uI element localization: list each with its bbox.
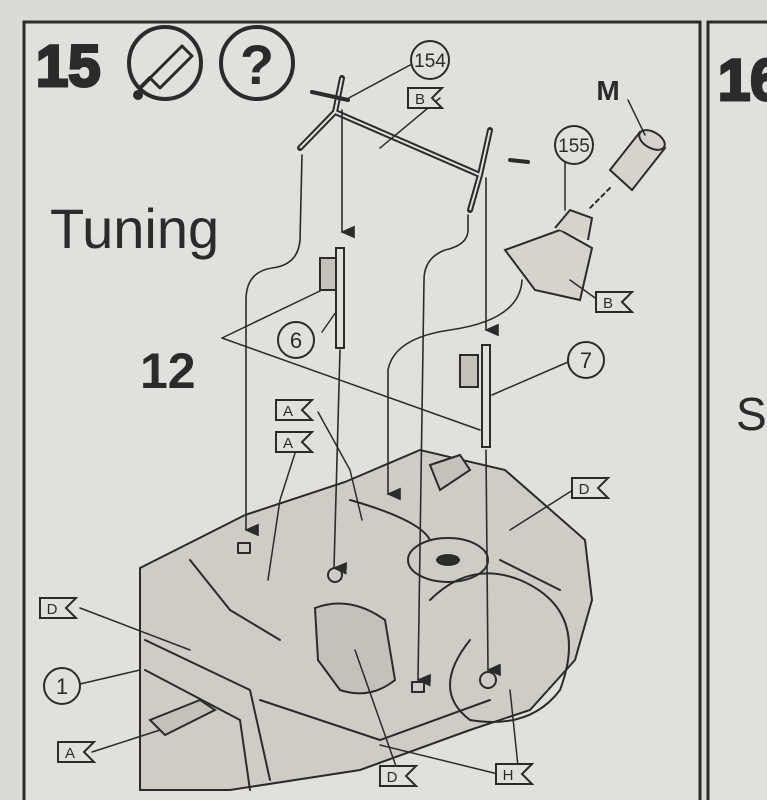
svg-text:A: A bbox=[283, 403, 293, 420]
svg-text:B: B bbox=[415, 91, 425, 108]
shock-absorber-6 bbox=[319, 247, 345, 349]
svg-text:H: H bbox=[503, 767, 514, 784]
svg-text:A: A bbox=[65, 745, 75, 762]
next-step-number: 16 bbox=[718, 48, 767, 113]
part-number-1: 1 bbox=[56, 674, 68, 699]
m-label: M bbox=[596, 75, 619, 106]
question-glyph: ? bbox=[240, 33, 274, 96]
part-number-7: 7 bbox=[580, 348, 592, 373]
step-number: 15 bbox=[36, 34, 101, 99]
flag-d-right: D bbox=[571, 477, 611, 499]
part-number-155: 155 bbox=[558, 136, 590, 157]
part-number-6: 6 bbox=[290, 328, 302, 353]
next-step-side-text: S bbox=[736, 388, 767, 440]
svg-text:B: B bbox=[603, 295, 613, 312]
svg-text:A: A bbox=[283, 435, 293, 452]
svg-text:D: D bbox=[387, 769, 398, 786]
flag-d-left: D bbox=[39, 597, 79, 619]
shock-absorber-7 bbox=[459, 344, 491, 448]
anti-roll-bar-part bbox=[297, 75, 530, 213]
flag-a-mid: A bbox=[275, 431, 315, 453]
part-callout-154: 154 bbox=[410, 40, 450, 80]
part-number-154: 154 bbox=[414, 51, 446, 72]
question-mark-icon: ? bbox=[219, 25, 295, 101]
part-callout-6: 6 bbox=[277, 321, 315, 359]
svg-text:D: D bbox=[47, 601, 58, 618]
cylinder-guide-line bbox=[589, 187, 611, 209]
part-callout-1: 1 bbox=[43, 667, 81, 705]
flag-d-bottom: D bbox=[379, 765, 419, 787]
flag-a-top: A bbox=[275, 399, 315, 421]
paint-color-number: 12 bbox=[140, 343, 196, 399]
svg-text:D: D bbox=[579, 481, 590, 498]
step-title: Tuning bbox=[50, 197, 219, 260]
step-16-panel bbox=[706, 20, 767, 800]
glue-tube-icon bbox=[127, 25, 203, 101]
seat-part bbox=[503, 208, 594, 302]
part-callout-155: 155 bbox=[554, 125, 594, 165]
flag-b-bar: B bbox=[407, 87, 445, 109]
leader-lines bbox=[79, 63, 646, 775]
assembly-arrows bbox=[244, 109, 523, 687]
flag-b-seat: B bbox=[595, 291, 635, 313]
flag-h-bottom: H bbox=[495, 763, 535, 785]
flag-a-bottom: A bbox=[57, 741, 97, 763]
part-callout-7: 7 bbox=[567, 341, 605, 379]
